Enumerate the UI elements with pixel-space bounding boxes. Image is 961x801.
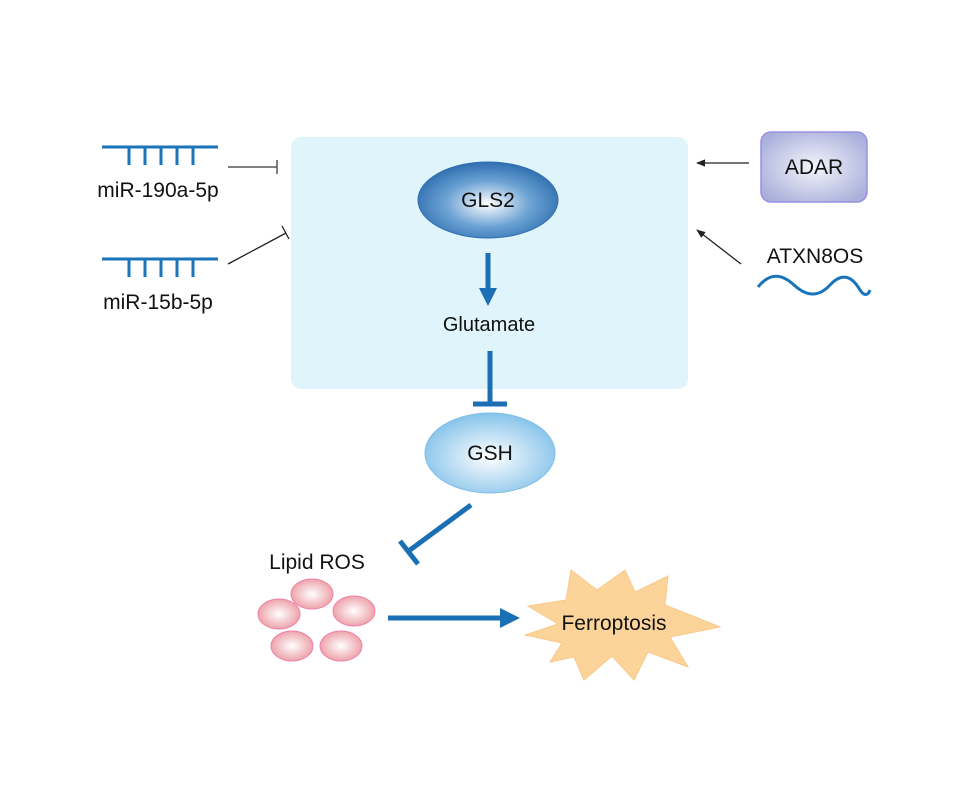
lipid-droplets-icon: [257, 578, 376, 662]
adar-label: ADAR: [785, 156, 843, 179]
lipid-droplet: [319, 630, 363, 662]
gls2-label: GLS2: [461, 189, 515, 212]
ferroptosis-label: Ferroptosis: [561, 612, 666, 635]
gsh-node[interactable]: GSH: [424, 412, 556, 494]
activate-edge-gls2-glutamate: [479, 253, 497, 306]
inhibit-edge-mir15b: [227, 225, 290, 265]
gsh-ellipse: [424, 412, 556, 494]
inhibit-edge-gsh-lipidros: [398, 502, 473, 566]
atxn8os-label: ATXN8OS: [767, 245, 863, 268]
adar-node[interactable]: ADAR: [760, 131, 868, 203]
lipid-droplet: [290, 578, 334, 610]
gls2-ellipse: [417, 161, 559, 239]
mir190a-5p-node[interactable]: miR-190a-5p: [97, 145, 219, 202]
mir15b-5p-node[interactable]: miR-15b-5p: [102, 257, 218, 314]
lipid-droplet: [332, 595, 376, 627]
inhibit-edge-glutamate-gsh: [473, 351, 507, 407]
lncrna-wave-icon: [756, 274, 872, 296]
activate-edge-atxn8os: [696, 229, 742, 265]
lipid-droplet: [270, 630, 314, 662]
mirna-icon: [102, 257, 218, 277]
ferroptosis-node[interactable]: Ferroptosis: [523, 569, 722, 681]
lipid-ros-label: Lipid ROS: [269, 551, 365, 574]
adar-box: [760, 131, 868, 203]
inhibit-edge-mir190: [228, 160, 278, 174]
atxn8os-node[interactable]: ATXN8OS: [756, 245, 872, 296]
lipid-ros-node[interactable]: Lipid ROS: [257, 551, 376, 662]
mir190a-5p-label: miR-190a-5p: [97, 179, 218, 202]
lipid-droplet: [257, 598, 301, 630]
activate-edge-lipidros-ferroptosis: [388, 608, 520, 628]
starburst-shape: [523, 569, 722, 681]
glutamate-label[interactable]: Glutamate: [443, 314, 535, 336]
gls2-node[interactable]: GLS2: [417, 161, 559, 239]
mirna-icon: [102, 145, 218, 165]
gsh-label: GSH: [467, 442, 513, 465]
mir15b-5p-label: miR-15b-5p: [103, 291, 213, 314]
